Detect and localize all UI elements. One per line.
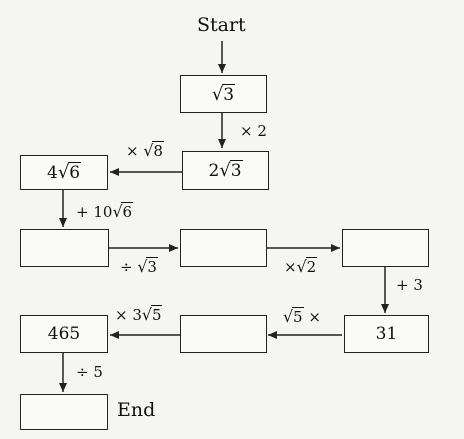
op-times-sqrt2-prefix: ×: [284, 258, 297, 276]
op-times-3sqrt5-prefix: × 3: [115, 306, 142, 324]
op-sqrt5-times-radicand: 5: [292, 307, 304, 326]
box-4sqrt6-radicand: 6: [68, 162, 82, 183]
box-end: [20, 394, 108, 430]
box-465-value: 465: [47, 324, 81, 344]
box-empty-b: [180, 229, 267, 267]
box-31-value: 31: [375, 324, 398, 344]
op-times-sqrt2: ×√2: [284, 257, 318, 276]
end-label: End: [117, 399, 156, 421]
box-2sqrt3-coef: 2: [208, 160, 220, 181]
op-plus-10sqrt6-radicand: 6: [121, 202, 134, 221]
op-times-sqrt8-prefix: ×: [126, 142, 144, 160]
op-times-sqrt8-radicand: 8: [152, 141, 164, 160]
box-sqrt3-radicand: 3: [222, 83, 236, 105]
op-plus-10sqrt6: + 10√6: [76, 202, 134, 221]
box-empty-d: [180, 315, 267, 353]
op-times-3sqrt5: × 3√5: [115, 305, 163, 324]
op-times-3sqrt5-radicand: 5: [150, 305, 163, 324]
box-2sqrt3: 2√3: [182, 151, 269, 190]
box-sqrt3: √3: [180, 75, 267, 113]
box-empty-c: [342, 229, 429, 267]
box-4sqrt6-coef: 4: [46, 162, 58, 183]
op-plus-3: + 3: [396, 278, 423, 293]
op-sqrt5-times-suffix: ×: [303, 308, 321, 326]
op-times-sqrt8: × √8: [126, 141, 164, 160]
box-2sqrt3-radicand: 3: [229, 160, 243, 181]
op-sqrt5-times: √5 ×: [283, 307, 321, 326]
start-label: Start: [197, 14, 246, 36]
op-divide-sqrt3-prefix: ÷: [120, 258, 138, 276]
op-plus-10sqrt6-prefix: + 10: [76, 203, 113, 221]
box-31: 31: [344, 315, 429, 353]
op-times-sqrt2-radicand: 2: [305, 257, 318, 276]
box-465: 465: [20, 315, 108, 353]
op-divide-5: ÷ 5: [76, 365, 103, 380]
op-divide-5-text: ÷ 5: [76, 363, 103, 381]
op-times-2-text: × 2: [240, 122, 267, 140]
op-plus-3-text: + 3: [396, 276, 423, 294]
op-divide-sqrt3-radicand: 3: [146, 257, 158, 276]
op-times-2: × 2: [240, 124, 267, 139]
box-empty-a: [20, 229, 109, 267]
box-4sqrt6: 4√6: [20, 155, 108, 190]
op-divide-sqrt3: ÷ √3: [120, 257, 158, 276]
